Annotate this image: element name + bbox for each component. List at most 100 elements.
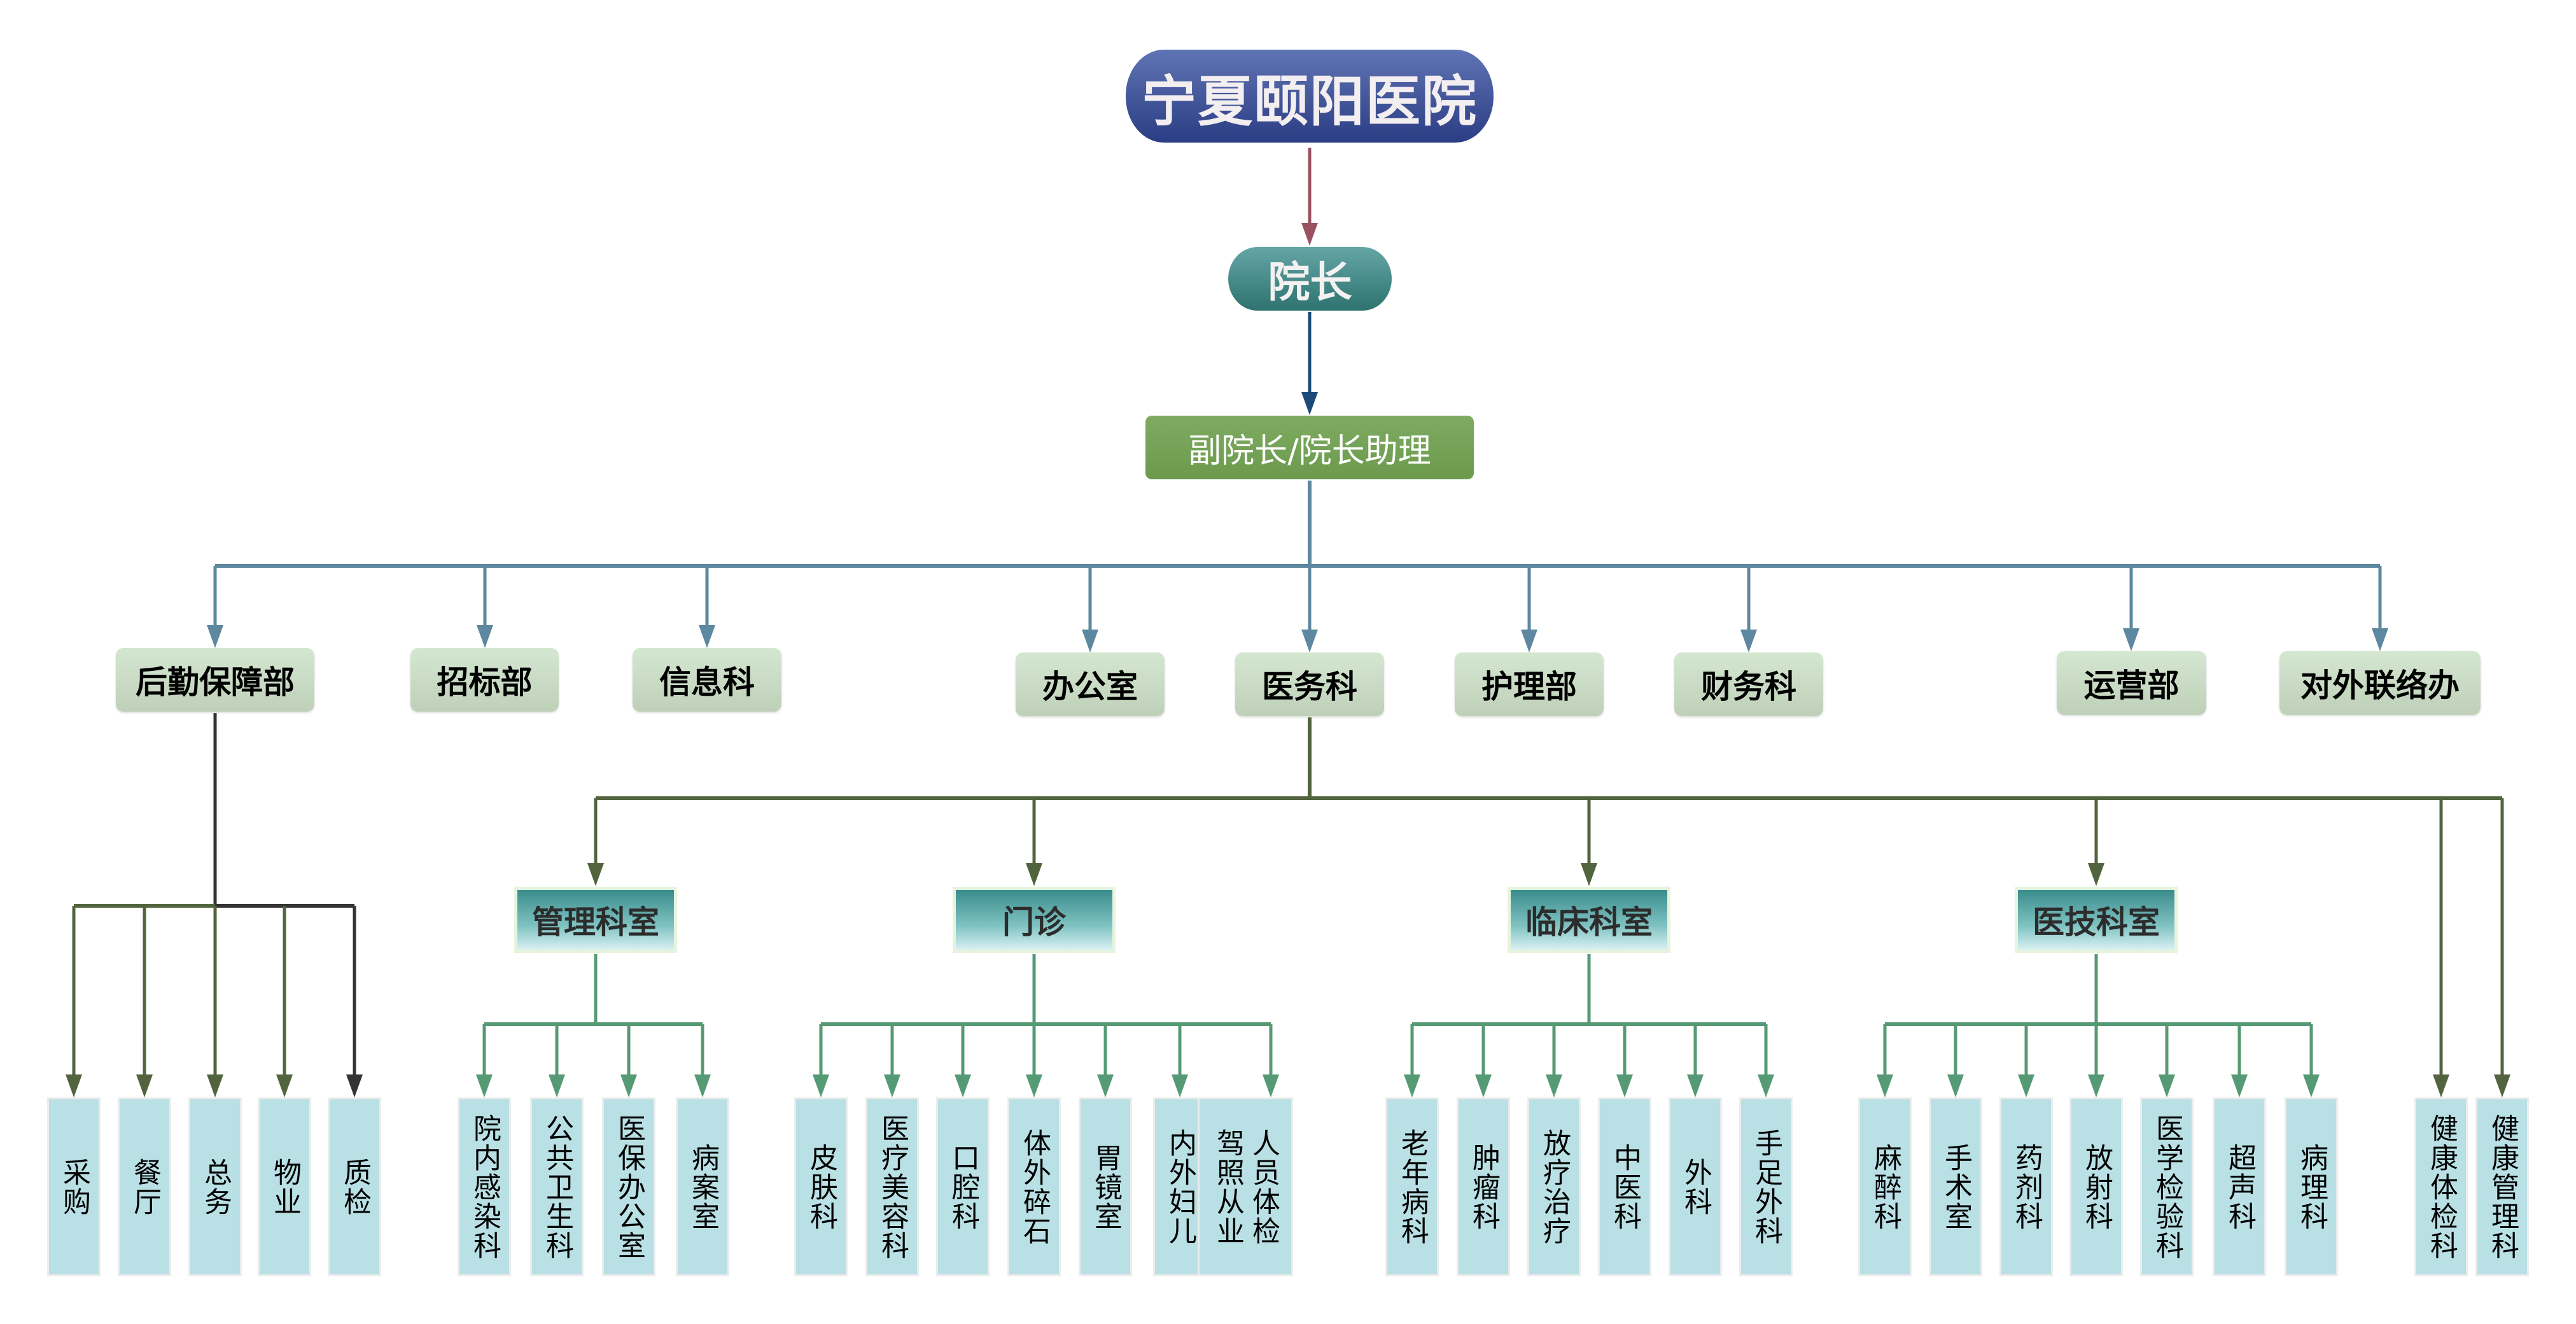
clinical-unit[interactable]: 药剂科 <box>1999 1097 2053 1276</box>
arrowhead-icon <box>1026 1074 1042 1097</box>
dept-label: 医务科 <box>1262 668 1357 705</box>
clinical-unit[interactable]: 病理科 <box>2285 1097 2338 1276</box>
unit-label: 放疗治疗 <box>1538 1128 1571 1246</box>
arrowhead-icon <box>2433 1074 2449 1097</box>
clinical-unit[interactable]: 体外碎石 <box>1007 1097 1061 1276</box>
clinical-unit[interactable]: 老年病科 <box>1385 1097 1439 1276</box>
unit-label: 内外妇儿 <box>1164 1128 1196 1246</box>
hospital-title-node[interactable]: 宁夏颐阳医院 <box>1126 50 1494 143</box>
logistics-unit[interactable]: 物业 <box>258 1097 311 1276</box>
unit-label: 老年病科 <box>1396 1128 1429 1246</box>
clinical-unit[interactable]: 皮肤科 <box>794 1097 848 1276</box>
unit-label: 药剂科 <box>2010 1143 2043 1231</box>
unit-label: 病案室 <box>687 1143 719 1231</box>
arrowhead-icon <box>884 1074 900 1097</box>
arrowhead-icon <box>1172 1074 1188 1097</box>
clinical-unit[interactable]: 手术室 <box>1929 1097 1982 1276</box>
arrowhead-icon <box>2494 1074 2510 1097</box>
arrowhead-icon <box>699 625 715 648</box>
dept-operations[interactable]: 运营部 <box>2057 651 2206 715</box>
arrowhead-icon <box>1263 1074 1279 1097</box>
unit-label-column: 人员体检 <box>1247 1128 1280 1246</box>
vice-dean-label: 副院长/院长助理 <box>1188 432 1431 470</box>
clinical-unit[interactable]: 麻醉科 <box>1858 1097 1912 1276</box>
logistics-unit[interactable]: 餐厅 <box>118 1097 171 1276</box>
direct-unit[interactable]: 健康体检科 <box>2414 1097 2468 1276</box>
clinical-unit[interactable]: 驾照从业人员体检 <box>1198 1097 1293 1276</box>
arrowhead-icon <box>1082 630 1098 652</box>
arrowhead-icon <box>1301 223 1318 246</box>
dept-label: 后勤保障部 <box>136 664 295 701</box>
direct-unit[interactable]: 健康管理科 <box>2475 1097 2529 1276</box>
dept-office[interactable]: 办公室 <box>1016 652 1165 716</box>
clinical-unit[interactable]: 医保办公室 <box>602 1097 655 1276</box>
unit-label: 医保办公室 <box>613 1113 645 1260</box>
clinical-unit[interactable]: 医学检验科 <box>2140 1097 2194 1276</box>
dept-logistics[interactable]: 后勤保障部 <box>116 648 314 712</box>
category-label: 管理科室 <box>517 890 674 950</box>
arrowhead-icon <box>1301 392 1318 415</box>
arrowhead-icon <box>1097 1074 1114 1097</box>
clinical-unit[interactable]: 肿瘤科 <box>1457 1097 1510 1276</box>
clinical-unit[interactable]: 超声科 <box>2213 1097 2266 1276</box>
unit-label: 医学检验科 <box>2151 1113 2183 1260</box>
arrowhead-icon <box>276 1074 293 1097</box>
hospital-title: 宁夏颐阳医院 <box>1142 69 1478 134</box>
category-label: 门诊 <box>956 890 1112 950</box>
dept-bidding[interactable]: 招标部 <box>410 648 559 712</box>
unit-label: 肿瘤科 <box>1467 1143 1500 1231</box>
arrowhead-icon <box>136 1074 153 1097</box>
vice-dean-node[interactable]: 副院长/院长助理 <box>1145 416 1474 479</box>
arrowhead-icon <box>587 863 604 886</box>
arrowhead-icon <box>2372 628 2388 651</box>
arrowhead-icon <box>1616 1074 1633 1097</box>
arrowhead-icon <box>1026 863 1042 886</box>
category-medtech[interactable]: 医技科室 <box>2015 887 2178 953</box>
arrowhead-icon <box>694 1074 711 1097</box>
logistics-unit[interactable]: 质检 <box>328 1097 381 1276</box>
dept-medical-affairs[interactable]: 医务科 <box>1235 652 1384 716</box>
arrowhead-icon <box>2088 1074 2104 1097</box>
clinical-unit[interactable]: 手足外科 <box>1739 1097 1793 1276</box>
logistics-unit[interactable]: 采购 <box>47 1097 101 1276</box>
arrowhead-icon <box>1581 863 1597 886</box>
arrowhead-icon <box>346 1074 363 1097</box>
unit-label: 中医科 <box>1609 1143 1641 1231</box>
clinical-unit[interactable]: 放射科 <box>2069 1097 2123 1276</box>
dept-information[interactable]: 信息科 <box>633 648 781 712</box>
dept-external-liaison[interactable]: 对外联络办 <box>2279 651 2481 715</box>
category-clinical[interactable]: 临床科室 <box>1508 887 1670 953</box>
category-outpatient[interactable]: 门诊 <box>953 887 1116 953</box>
clinical-unit[interactable]: 放疗治疗 <box>1527 1097 1581 1276</box>
unit-label: 体外碎石 <box>1018 1128 1051 1246</box>
clinical-unit[interactable]: 外科 <box>1669 1097 1722 1276</box>
clinical-unit[interactable]: 胃镜室 <box>1079 1097 1132 1276</box>
clinical-unit[interactable]: 医疗美容科 <box>865 1097 919 1276</box>
unit-label: 健康管理科 <box>2486 1113 2519 1260</box>
logistics-unit[interactable]: 总务 <box>188 1097 242 1276</box>
clinical-unit[interactable]: 病案室 <box>676 1097 729 1276</box>
arrowhead-icon <box>1475 1074 1492 1097</box>
unit-label: 手术室 <box>1940 1143 1972 1231</box>
unit-label: 健康体检科 <box>2425 1113 2458 1260</box>
arrowhead-icon <box>1521 630 1537 652</box>
arrowhead-icon <box>2123 628 2139 651</box>
category-management[interactable]: 管理科室 <box>514 887 677 953</box>
dean-label: 院长 <box>1268 257 1352 307</box>
unit-label: 院内感染科 <box>468 1113 501 1260</box>
dept-finance[interactable]: 财务科 <box>1674 652 1823 716</box>
unit-label: 病理科 <box>2295 1143 2328 1231</box>
arrowhead-icon <box>1740 630 1757 652</box>
arrowhead-icon <box>2159 1074 2175 1097</box>
arrowhead-icon <box>2088 863 2104 886</box>
clinical-unit[interactable]: 口腔科 <box>936 1097 990 1276</box>
dept-nursing[interactable]: 护理部 <box>1455 652 1604 716</box>
dean-node[interactable]: 院长 <box>1228 247 1392 311</box>
arrowhead-icon <box>549 1074 565 1097</box>
dept-label: 信息科 <box>659 664 755 701</box>
clinical-unit[interactable]: 中医科 <box>1598 1097 1651 1276</box>
arrowhead-icon <box>1687 1074 1704 1097</box>
clinical-unit[interactable]: 院内感染科 <box>458 1097 511 1276</box>
clinical-unit[interactable]: 公共卫生科 <box>530 1097 584 1276</box>
